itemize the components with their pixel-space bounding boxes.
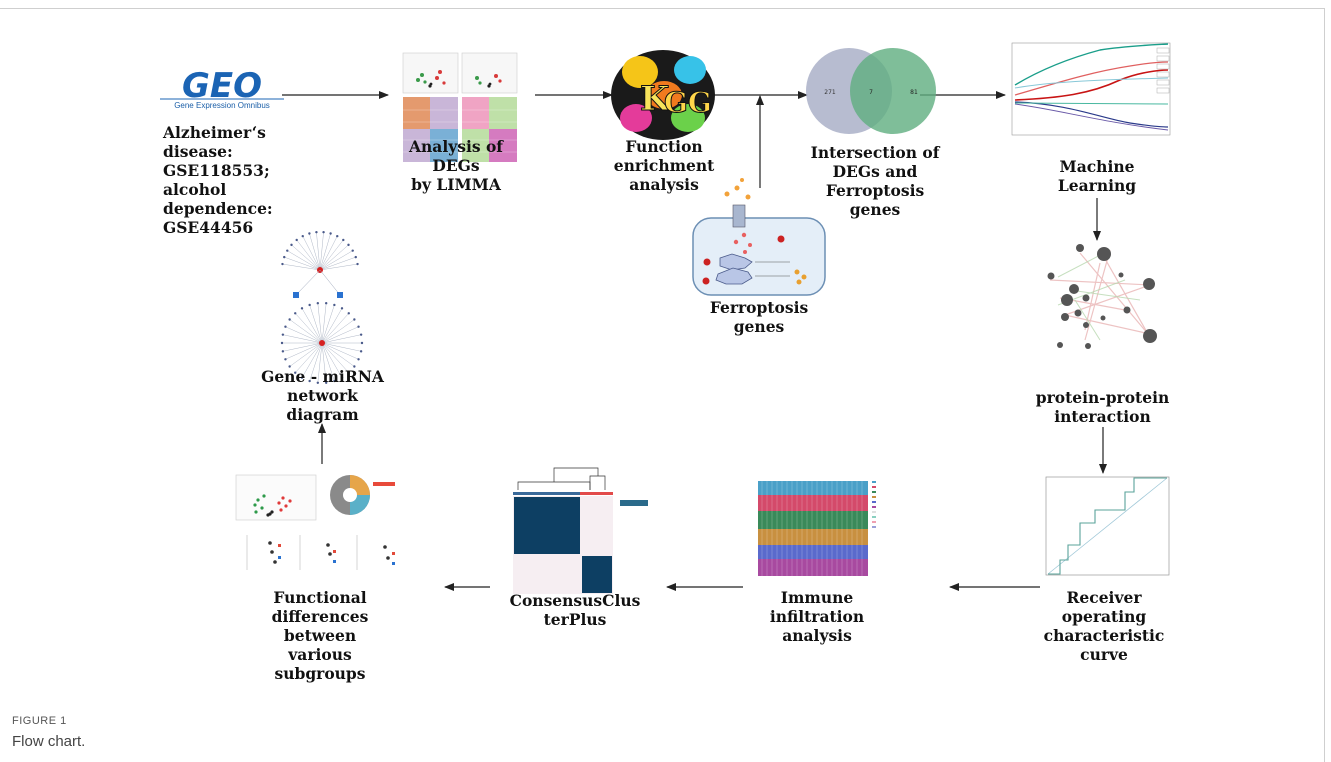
mirna-network-upper — [281, 230, 359, 273]
venn-right-count: 81 — [910, 89, 918, 96]
mirna-network — [280, 230, 364, 384]
flow-arrows — [282, 91, 1107, 591]
step-label-mirna: Gene - miRNA network diagram — [261, 367, 384, 424]
figure-label: FIGURE 1 — [12, 715, 67, 727]
step-label-ppi: protein-protein interaction — [1035, 388, 1170, 426]
machine-learning-plot — [1011, 42, 1171, 136]
immune-infiltration-plot — [758, 481, 876, 576]
step-label-functional: Functional differences between various s… — [271, 588, 369, 683]
mirna-hub-node-left — [293, 292, 299, 298]
limma-thumbnail — [402, 52, 518, 162]
mirna-network-lower — [280, 302, 364, 384]
step-label-enrichment: Function enrichment analysis — [613, 137, 715, 194]
step-label-consensus: ConsensusClus terPlus — [509, 591, 641, 629]
step-label-ferroptosis: Ferroptosis genes — [709, 298, 809, 336]
venn-left-count: 271 — [824, 89, 836, 96]
kegg-logo: K GG — [611, 50, 715, 140]
ferroptosis-cell-diagram — [692, 178, 826, 296]
consensus-heatmap — [513, 467, 648, 594]
step-label-limma: Analysis of DEGs by LIMMA — [409, 137, 503, 194]
venn-diagram: 271 7 81 — [806, 48, 936, 134]
step-label-intersection: Intersection of DEGs and Ferroptosis gen… — [810, 143, 940, 219]
geo-logo: GEO — [160, 66, 284, 106]
svg-text:K: K — [640, 79, 671, 119]
mirna-hub-node-right — [337, 292, 343, 298]
venn-overlap-count: 7 — [869, 89, 873, 96]
step-label-immune: Immune infiltration analysis — [769, 588, 865, 645]
frame-top-border — [0, 8, 1325, 9]
venn-right-circle — [850, 48, 936, 134]
svg-text:GG: GG — [664, 86, 712, 119]
functional-differences-panels — [235, 474, 395, 570]
ppi-network — [1047, 244, 1157, 349]
frame-right-border — [1324, 8, 1325, 762]
roc-curve-plot — [1045, 476, 1170, 576]
step-label-roc: Receiver operating characteristic curve — [1043, 588, 1165, 664]
figure-caption: Flow chart. — [12, 733, 86, 750]
step-label-machine-learning: Machine Learning — [1057, 157, 1137, 195]
geo-logo-subtitle: Gene Expression Omnibus — [174, 101, 270, 110]
geo-logo-text: GEO — [182, 66, 262, 106]
step-label-geo: Alzheimer‘s disease: GSE118553; alcohol … — [163, 123, 273, 237]
